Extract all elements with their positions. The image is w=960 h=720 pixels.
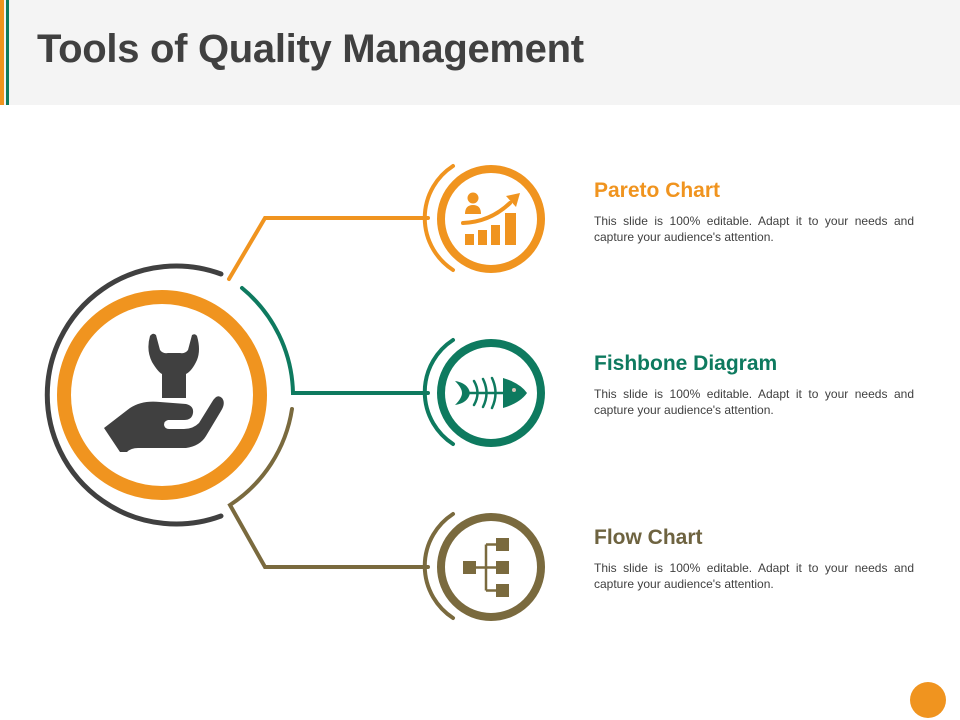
header-bar <box>0 0 960 105</box>
node-fishbone <box>422 338 545 447</box>
connector-fishbone <box>240 286 430 395</box>
hub-orange-ring <box>57 290 267 500</box>
flow-chart-icon <box>463 538 509 597</box>
page-title: Tools of Quality Management <box>37 27 584 71</box>
item-description: This slide is 100% editable. Adapt it to… <box>594 214 914 244</box>
pareto-chart-icon <box>461 192 520 245</box>
item-description: This slide is 100% editable. Adapt it to… <box>594 561 914 591</box>
item-description: This slide is 100% editable. Adapt it to… <box>594 387 914 417</box>
item-title: Fishbone Diagram <box>594 352 778 375</box>
connector-pareto <box>227 216 430 281</box>
center-hub <box>44 263 267 527</box>
item-flowchart: Flow Chart This slide is 100% editable. … <box>594 526 914 592</box>
hand-wrench-icon <box>104 333 224 452</box>
slide-marker-dot <box>910 682 946 718</box>
node-pareto <box>422 164 545 273</box>
accent-stripe-green <box>6 0 9 105</box>
accent-stripe-orange <box>0 0 4 105</box>
connector-flowchart <box>227 407 430 569</box>
item-pareto: Pareto Chart This slide is 100% editable… <box>594 179 914 245</box>
item-fishbone: Fishbone Diagram This slide is 100% edit… <box>594 352 914 418</box>
item-title: Pareto Chart <box>594 179 721 202</box>
node-flowchart <box>422 512 545 621</box>
fishbone-icon <box>455 376 527 410</box>
hub-outer-arc <box>44 263 224 527</box>
item-title: Flow Chart <box>594 526 703 549</box>
